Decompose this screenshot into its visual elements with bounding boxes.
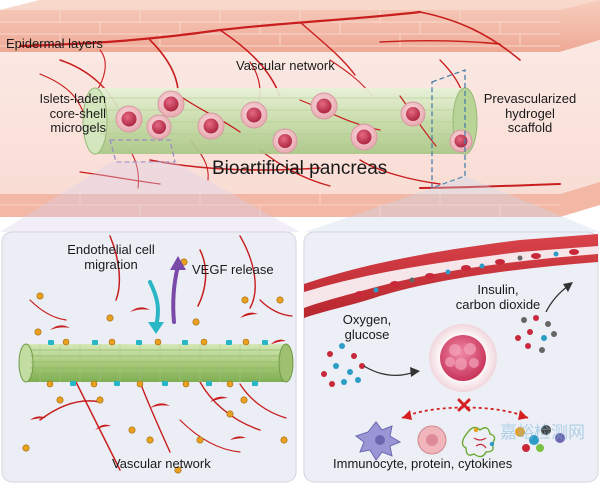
scaffold-label-line: scaffold bbox=[507, 120, 553, 136]
blocked-arrowhead-left bbox=[402, 410, 412, 420]
projection-left bbox=[0, 162, 300, 232]
scaffold-label-line: Prevascularized bbox=[483, 91, 577, 106]
blocked-arrowhead-right bbox=[518, 410, 528, 420]
microgel bbox=[400, 101, 426, 127]
vegf-particles bbox=[22, 258, 288, 474]
epidermal-bottom-texture bbox=[0, 194, 560, 217]
watermark-text: 嘉峪检测网 bbox=[500, 423, 585, 443]
insulin-co2-label: Insulin, carbon dioxide bbox=[434, 282, 562, 312]
epidermal-texture bbox=[0, 10, 560, 47]
microgel bbox=[197, 112, 225, 140]
scaffold-label: Prevascularized hydrogel scaffold bbox=[472, 91, 588, 136]
microgel bbox=[310, 92, 338, 120]
epidermal-slab-bottom bbox=[0, 182, 600, 217]
oxygen-glucose-label-line: glucose bbox=[344, 326, 390, 342]
epidermal-layers-label: Epidermal layers bbox=[6, 36, 103, 51]
blocked-arrow bbox=[401, 406, 529, 419]
vegf-release-label: VEGF release bbox=[192, 262, 274, 277]
endothelial-migration-label-line: migration bbox=[84, 256, 138, 272]
microgel bbox=[272, 128, 298, 154]
insulin-co2-particles bbox=[515, 315, 557, 353]
vegf-arrow bbox=[171, 264, 180, 324]
microgel bbox=[146, 114, 172, 140]
protein-cell-icon bbox=[417, 425, 447, 455]
diagram-title: Bioartificial pancreas bbox=[212, 158, 388, 179]
microgels-label-line: core-shell bbox=[49, 105, 106, 121]
microgel bbox=[115, 105, 143, 133]
endothelial-migration-label-line: Endothelial cell bbox=[67, 242, 155, 257]
callout-box-left bbox=[109, 139, 176, 163]
oxygen-glucose-particles bbox=[321, 343, 365, 387]
oxygen-arrow bbox=[363, 365, 415, 377]
insulin-arrowhead bbox=[563, 282, 573, 292]
projection-right bbox=[305, 176, 600, 232]
block-x-icon bbox=[457, 398, 471, 412]
blood-cells bbox=[355, 249, 579, 297]
left-detail-panel bbox=[1, 231, 297, 483]
oxygen-arrowhead bbox=[410, 367, 420, 377]
microgel bbox=[350, 123, 378, 151]
vegf-arrowhead bbox=[170, 256, 186, 270]
right-detail-panel bbox=[303, 231, 599, 483]
microgel bbox=[157, 90, 185, 118]
vascular-network-bottom bbox=[29, 235, 293, 471]
oxygen-glucose-label-line: Oxygen, bbox=[342, 312, 392, 327]
epidermal-slab-top-face bbox=[0, 0, 600, 10]
scaffold-label-line: hydrogel bbox=[505, 105, 555, 121]
islet-cluster bbox=[429, 324, 497, 392]
cytokines-icon bbox=[461, 426, 496, 458]
microgels bbox=[115, 90, 473, 154]
microgels-label-line: Islets-laden bbox=[39, 91, 106, 106]
immunocyte-icon bbox=[354, 421, 402, 461]
microgel bbox=[240, 101, 268, 129]
protein-particles bbox=[515, 425, 565, 452]
insulin-co2-label-line: carbon dioxide bbox=[455, 296, 541, 312]
immunocyte-protein-cytokines-label: Immunocyte, protein, cytokines bbox=[333, 456, 513, 471]
endothelial-cells bbox=[30, 307, 286, 440]
insulin-co2-label-line: Insulin, bbox=[477, 282, 519, 297]
vessel-lumen bbox=[304, 246, 598, 308]
microgels-label-line: microgels bbox=[50, 120, 106, 136]
vascular-network-bottom-label: Vascular network bbox=[112, 456, 211, 471]
microgels-label: Islets-laden core-shell microgels bbox=[14, 91, 106, 136]
migration-arrowhead bbox=[148, 322, 164, 334]
scaffold-cylinder bbox=[18, 338, 294, 388]
top-panel bbox=[0, 0, 600, 232]
endothelial-migration-label: Endothelial cell migration bbox=[52, 242, 170, 272]
vascular-network-top-label: Vascular network bbox=[236, 58, 335, 73]
surface-endothelial-cells bbox=[48, 340, 268, 386]
oxygen-glucose-label: Oxygen, glucose bbox=[332, 312, 402, 342]
callout-box-right bbox=[431, 69, 466, 189]
microgel bbox=[449, 129, 473, 153]
